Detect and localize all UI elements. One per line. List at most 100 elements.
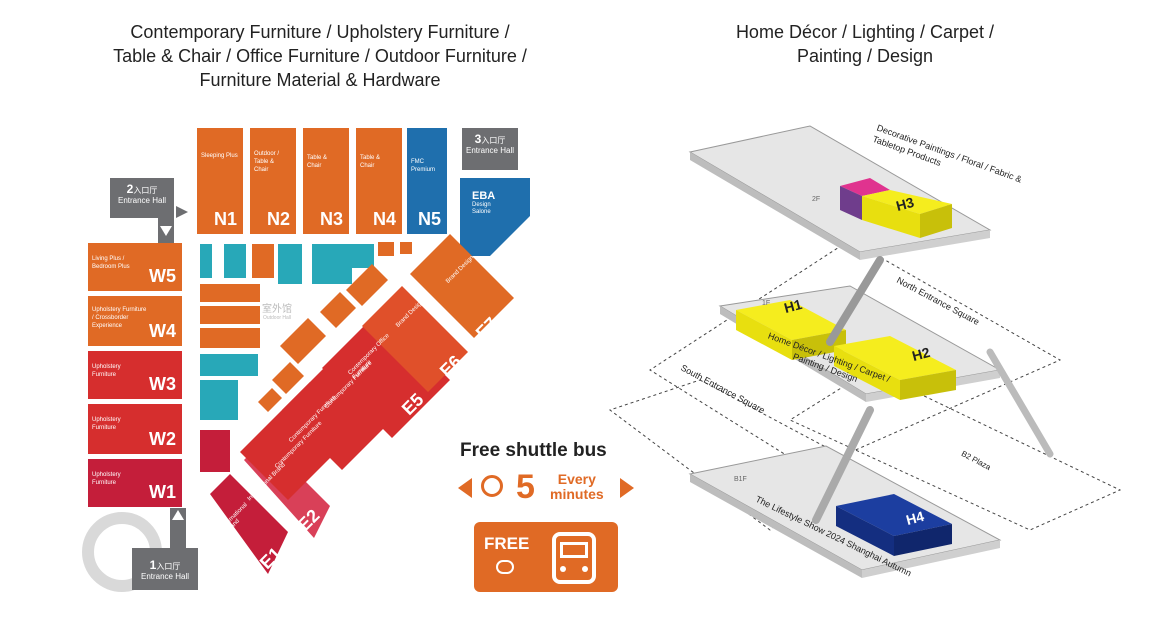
level-b1f-edge [690,474,862,578]
hall-h2-right [900,370,956,400]
shuttle-number: 5 [516,468,535,506]
escalator-3 [812,406,874,524]
hall-w4-code: W4 [149,321,176,341]
right-title-line-2: Painting / Design [796,46,934,66]
hall-e7 [410,234,514,338]
booth-teal-1[interactable] [200,244,212,278]
level-2f-edge [690,152,860,260]
hall-n4-code: N4 [372,209,396,229]
entrance-hall-3[interactable]: 3入口厅 Entrance Hall [462,128,518,170]
level-b1f-tag: B1F [734,476,747,483]
escalator-2 [986,348,1054,458]
arrow-right-icon [176,206,188,218]
left-title-line-1: Contemporary Furniture / Upholstery Furn… [130,22,510,42]
swap-icon [496,560,514,574]
booth-teal-5[interactable] [350,244,374,268]
hall-w2[interactable]: Upholstery Furniture W2 [88,404,182,454]
hall-e6 [362,286,468,392]
stopwatch-icon [481,475,503,497]
diag-booth-4 [320,292,356,328]
level-1f-tag: 1F [762,300,771,307]
hall-h4-right [894,524,952,556]
entrance-1-cn: 入口厅 [156,562,181,571]
hall-n5[interactable]: FMC Premium N5 [407,128,447,234]
entrance-2-cn: 入口厅 [133,186,158,195]
hall-h3-left [840,186,862,220]
outdoor-hall-label: 室外馆 Outdoor Hall [262,300,292,321]
hall-w1-code: W1 [149,482,176,502]
hall-n3-code: N3 [319,209,343,229]
booth-darkred-1[interactable] [200,430,230,472]
outdoor-hall-en: Outdoor Hall [262,315,292,321]
hall-n1-label: Sleeping Plus [201,153,238,159]
hall-n4[interactable]: Table & Chair N4 [356,128,402,234]
hall-w1-label: Upholstery Furniture [92,472,121,486]
diag-booth-5 [346,264,388,306]
hall-n2[interactable]: Outdoor / Table & Chair N2 [250,128,296,234]
booth-orange-4[interactable] [200,328,260,348]
right-title-line-1: Home Décor / Lighting / Carpet / [735,22,995,42]
hall-n3-label: Table & Chair [307,155,328,169]
hall-h2-front [834,346,900,400]
hall-w4[interactable]: Upholstery Furniture / Crossborder Exper… [88,296,182,346]
booth-teal-3[interactable] [278,244,302,284]
hall-w2-label: Upholstery Furniture [92,417,121,431]
hall-w3-code: W3 [149,374,176,394]
booth-teal-7[interactable] [200,380,238,420]
booth-orange-6[interactable] [400,242,412,254]
entrance-3-en: Entrance Hall [465,146,515,155]
free-text: FREE [484,534,530,553]
hall-n2-code: N2 [266,209,290,229]
entrance-hall-2[interactable]: 2入口厅 Entrance Hall [110,178,174,218]
shuttle-every-text: Every [557,471,596,487]
hall-n5-label: FMC Premium [411,159,436,173]
east-halls-map [210,234,514,574]
hall-n3[interactable]: Table & Chair N3 [303,128,349,234]
free-shuttle-badge[interactable]: FREE [474,522,618,592]
booth-teal-2[interactable] [224,244,246,278]
south-square-outline [608,379,851,531]
hall-w2-code: W2 [149,429,176,449]
hall-w5[interactable]: Living Plus / Bedroom Plus W5 [88,243,182,291]
entrance-1-en: Entrance Hall [140,572,190,581]
hall-n1[interactable]: Sleeping Plus N1 [197,128,243,234]
hall-w3[interactable]: Upholstery Furniture W3 [88,351,182,399]
hall-eba-label: Design Salone [472,202,491,215]
level-2f-tag: 2F [812,196,821,203]
bus-icon [552,532,596,584]
hall-h1-top [736,300,846,340]
hall-w4-label: Upholstery Furniture / Crossborder Exper… [92,307,147,329]
hall-h3-right [920,204,952,238]
shuttle-arrow-left-icon [458,478,472,498]
booth-orange-5[interactable] [378,242,394,256]
outdoor-hall-cn: 室外馆 [262,304,292,315]
hall-h3-front [862,196,920,238]
booth-teal-4[interactable] [312,244,352,284]
hall-n1-code: N1 [213,209,237,229]
hall-h4-top [836,494,952,536]
right-title: Home Décor / Lighting / Carpet / Paintin… [690,20,1040,68]
entrance-hall-1[interactable]: 1入口厅 Entrance Hall [132,548,198,590]
hall-eba[interactable] [460,178,530,258]
diag-booth-2 [272,362,304,394]
booth-teal-6[interactable] [200,354,258,376]
hall-w1[interactable]: Upholstery Furniture W1 [88,459,182,507]
entrance-1-num: 1 [149,558,157,572]
left-title-line-3: Furniture Material & Hardware [199,70,441,90]
level-stack [608,125,1122,578]
shuttle-every: Every minutes [550,472,604,502]
hall-w5-label: Living Plus / Bedroom Plus [92,256,130,270]
hall-n2-label: Outdoor / Table & Chair [254,151,280,173]
booth-orange-2[interactable] [200,284,260,302]
hall-w5-code: W5 [149,266,176,286]
left-title: Contemporary Furniture / Upholstery Furn… [60,20,580,92]
booth-orange-3[interactable] [200,306,260,324]
hall-h3-magenta [840,178,890,196]
shuttle-arrow-right-icon [620,478,634,498]
hall-eba-text: EBA Design Salone [472,190,516,230]
arrow-down-icon [160,226,172,236]
booth-orange-1[interactable] [252,244,274,278]
shuttle-title: Free shuttle bus [460,440,607,461]
left-title-line-2: Table & Chair / Office Furniture / Outdo… [113,46,527,66]
entrance-3-cn: 入口厅 [481,136,506,145]
